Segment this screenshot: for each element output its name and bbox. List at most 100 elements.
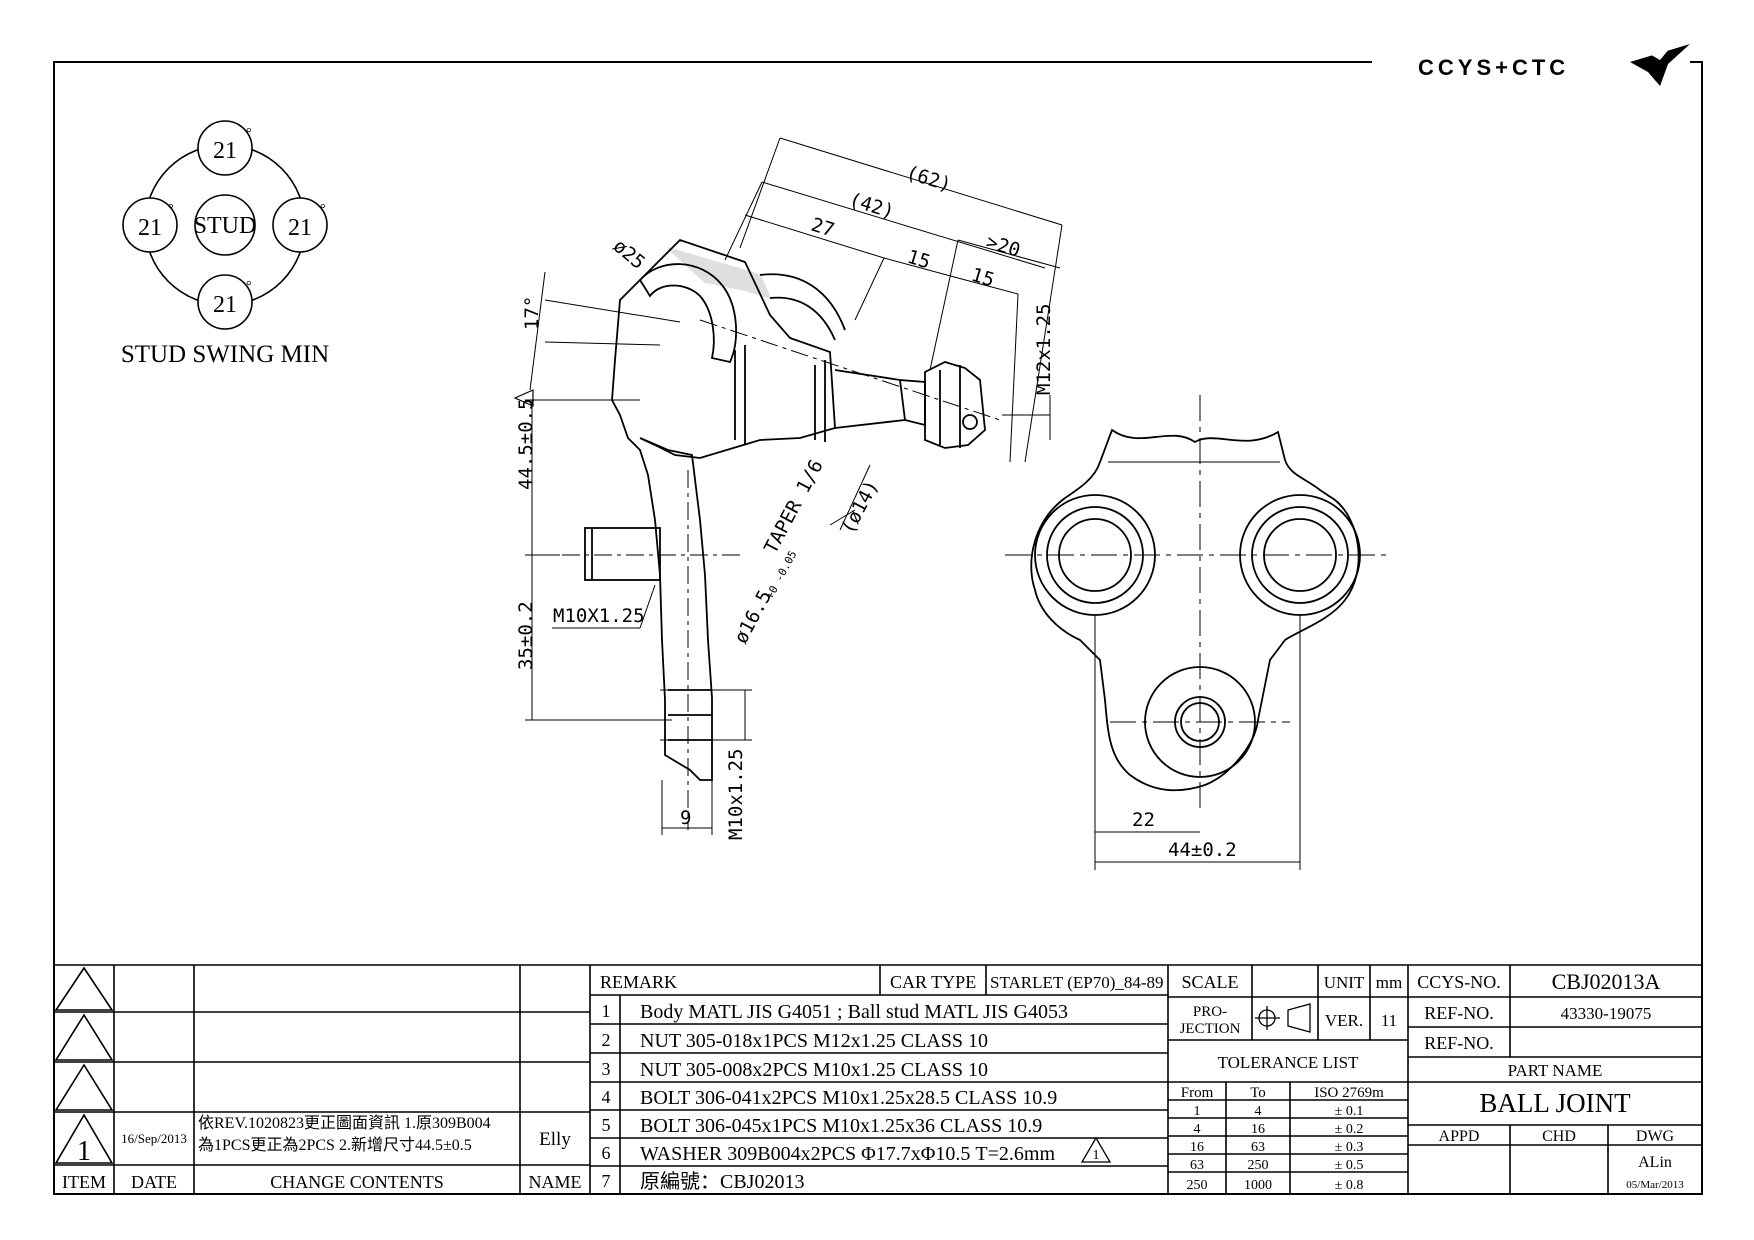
swing-degree-right: ° — [320, 202, 326, 217]
appd-label: APPD — [1439, 1128, 1480, 1145]
drawing-date: 05/Mar/2013 — [1626, 1179, 1684, 1191]
projection-label-line1: PRO- — [1193, 1004, 1227, 1020]
swing-degree-top: ° — [246, 126, 252, 141]
swing-center-label: STUD — [194, 213, 257, 239]
revision-1-name: Elly — [539, 1129, 571, 1150]
tol-header-to: To — [1250, 1085, 1266, 1101]
stud-swing-diagram — [122, 120, 328, 330]
dim-dia14: (ø14) — [837, 477, 883, 538]
tol-to: 250 — [1248, 1158, 1269, 1173]
remark-title: REMARK — [600, 972, 677, 992]
title-block-grid — [54, 964, 1702, 1194]
tol-to: 1000 — [1244, 1178, 1272, 1193]
header-name: NAME — [529, 1172, 582, 1192]
swing-angle-left: 21 — [138, 215, 162, 241]
tol-from: 4 — [1194, 1122, 1201, 1137]
tolerance-rows: 1 4 ± 0.1 4 16 ± 0.2 16 63 ± 0.3 63 250 … — [1187, 1104, 1364, 1193]
dim-height-44-5: 44.5±0.5 — [515, 398, 537, 490]
remark-text: NUT 305-008x2PCS M10x1.25 CLASS 10 — [640, 1059, 988, 1081]
swing-degree-bottom: ° — [246, 279, 252, 294]
sheet-border — [53, 61, 1703, 1195]
ccys-no-label: CCYS-NO. — [1417, 972, 1501, 992]
flange-top-view — [1030, 428, 1361, 792]
tol-from: 1 — [1194, 1104, 1201, 1119]
dim-m10-side-stud: M10X1.25 — [553, 605, 645, 627]
drawer-name: ALin — [1638, 1154, 1672, 1171]
tol-value: ± 0.5 — [1335, 1158, 1364, 1173]
remark-no: 1 — [602, 1001, 611, 1021]
dim-20: >20 — [984, 231, 1023, 262]
swing-caption: STUD SWING MIN — [121, 341, 329, 368]
revision-1-date: 16/Sep/2013 — [121, 1131, 187, 1146]
revision-triangles — [54, 966, 114, 1164]
ref-no-value: 43330-19075 — [1561, 1004, 1652, 1023]
revision-1-marker-remark: 1 — [1080, 1136, 1112, 1163]
first-angle-projection-icon — [1255, 1003, 1311, 1033]
dim-taper: TAPER 1/6 — [760, 456, 828, 557]
projection-label-line2: JECTION — [1180, 1021, 1241, 1037]
dim-44: 44±0.2 — [1168, 839, 1237, 861]
swing-degree-left: ° — [168, 202, 174, 217]
ref-no-2-label: REF-NO. — [1424, 1033, 1494, 1053]
remark-no: 2 — [602, 1030, 611, 1050]
part-name-label: PART NAME — [1508, 1061, 1603, 1080]
dim-dia25: ø25 — [609, 235, 649, 274]
revision-1-marker-dim — [513, 389, 534, 407]
dim-42: (42) — [847, 189, 897, 223]
header-item: ITEM — [62, 1172, 106, 1192]
dim-m12: M12x1.25 — [1033, 303, 1055, 395]
remark-text: Body MATL JIS G4051 ; Ball stud MATL JIS… — [640, 1001, 1068, 1023]
tol-to: 4 — [1255, 1104, 1262, 1119]
dim-27: 27 — [809, 214, 837, 242]
remark-text: 原編號：CBJ02013 — [640, 1170, 804, 1193]
dim-62: (62) — [904, 162, 954, 196]
chd-label: CHD — [1542, 1128, 1576, 1145]
tol-to: 16 — [1251, 1122, 1265, 1137]
unit-label: UNIT — [1324, 973, 1365, 992]
ver-label: VER. — [1325, 1011, 1363, 1030]
tol-value: ± 0.3 — [1335, 1140, 1364, 1155]
revision-1-content-line1: 依REV.1020823更正圖面資訊 1.原309B004 — [198, 1114, 491, 1132]
winged-emblem-icon — [1630, 44, 1690, 86]
tol-to: 63 — [1251, 1140, 1265, 1155]
ver-value: 11 — [1381, 1011, 1397, 1030]
dim-angle17: 17° — [521, 296, 543, 330]
tol-from: 250 — [1187, 1178, 1208, 1193]
tol-value: ± 0.8 — [1335, 1178, 1364, 1193]
swing-angle-right: 21 — [288, 215, 312, 241]
ball-joint-side-view — [530, 238, 1001, 830]
dwg-label: DWG — [1636, 1128, 1675, 1145]
side-view-dimension-lines — [525, 137, 1063, 835]
dim-height-35: 35±0.2 — [515, 601, 537, 670]
tol-header-standard: ISO 2769m — [1314, 1085, 1384, 1101]
ccys-no-value: CBJ02013A — [1552, 969, 1661, 994]
part-name-value: BALL JOINT — [1479, 1088, 1631, 1118]
tol-from: 16 — [1190, 1140, 1204, 1155]
remark-no: 4 — [602, 1087, 611, 1107]
remark-text: BOLT 306-045x1PCS M10x1.25x36 CLASS 10.9 — [640, 1115, 1042, 1137]
dim-22: 22 — [1132, 809, 1155, 831]
remark-no: 7 — [602, 1171, 611, 1191]
unit-value: mm — [1376, 973, 1402, 992]
tol-header-from: From — [1181, 1085, 1214, 1101]
tolerance-title: TOLERANCE LIST — [1218, 1053, 1359, 1072]
remark-no: 6 — [602, 1143, 611, 1163]
brand-logo-text: CCYS+CTC — [1418, 55, 1569, 80]
dim-m10-lower-pin: M10x1.25 — [725, 748, 747, 840]
dim-9: 9 — [680, 807, 691, 829]
car-type-value: STARLET (EP70)_84-89 — [990, 973, 1164, 992]
swing-angle-bottom: 21 — [213, 292, 237, 318]
tol-from: 63 — [1190, 1158, 1204, 1173]
remark-text: WASHER 309B004x2PCS Φ17.7xΦ10.5 T=2.6mm — [640, 1143, 1055, 1165]
brand-logo: CCYS+CTC — [1418, 44, 1690, 86]
revision-1-content-line2: 為1PCS更正為2PCS 2.新增尺寸44.5±0.5 — [198, 1136, 472, 1154]
car-type-label: CAR TYPE — [890, 972, 976, 992]
revision-marker-number: 1 — [1093, 1148, 1100, 1163]
ref-no-label: REF-NO. — [1424, 1003, 1494, 1023]
scale-label: SCALE — [1181, 972, 1238, 992]
tol-value: ± 0.1 — [1335, 1104, 1364, 1119]
swing-angle-top: 21 — [213, 138, 237, 164]
remark-no: 5 — [602, 1115, 611, 1135]
remark-no: 3 — [602, 1059, 611, 1079]
